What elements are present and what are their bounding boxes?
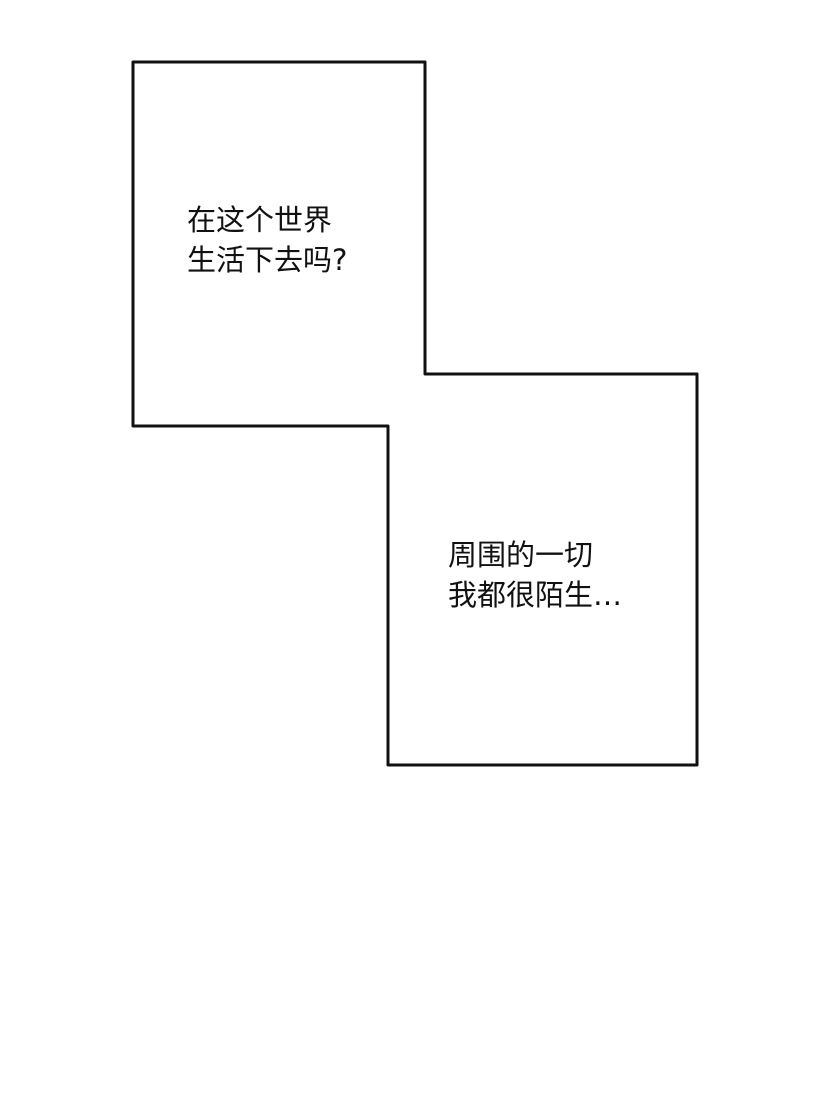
caption-line: 我都很陌生… bbox=[448, 578, 623, 612]
caption-box-border bbox=[131, 60, 699, 767]
caption-line: 在这个世界 bbox=[187, 203, 333, 237]
caption-bottom-right: 周围的一切 我都很陌生… bbox=[448, 535, 622, 615]
caption-line: 生活下去吗? bbox=[187, 243, 348, 277]
caption-top-left: 在这个世界 生活下去吗? bbox=[187, 200, 347, 280]
caption-line: 周围的一切 bbox=[448, 538, 594, 572]
